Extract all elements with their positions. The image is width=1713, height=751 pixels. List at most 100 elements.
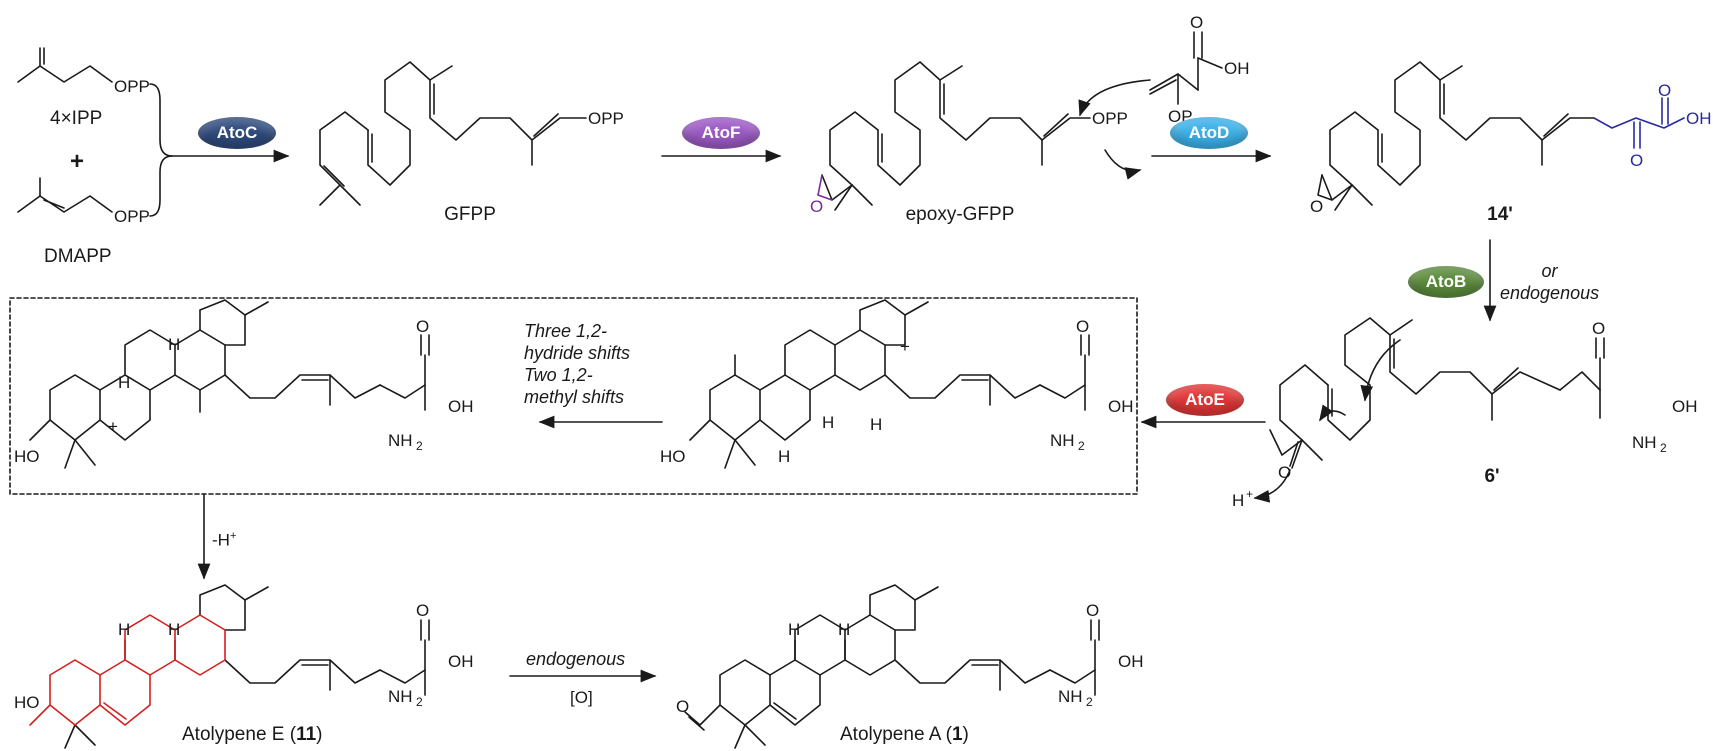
- acid-oh-int2: OH: [448, 397, 474, 416]
- dmapp-label: DMAPP: [44, 246, 112, 267]
- epoxide-o-2: O: [1310, 197, 1323, 216]
- proton-plus: +: [1246, 487, 1253, 501]
- atolypene-e-prefix: Atolypene E (: [182, 724, 297, 745]
- nh2-atolypene-e: NH: [388, 687, 413, 706]
- ho-atolypene-e: HO: [14, 693, 40, 712]
- acid-o-int1: O: [1076, 317, 1089, 336]
- cation-int2: +: [108, 417, 118, 436]
- nh2-sub-int1: 2: [1078, 439, 1085, 453]
- atolypene-a-suffix: ): [962, 724, 969, 745]
- ketoacid-highlight: [1593, 97, 1685, 149]
- atolypene-a-number: 1: [951, 724, 963, 745]
- opp-ipp: OPP: [114, 77, 150, 96]
- h-atolypene-a-a: H: [788, 620, 800, 639]
- acid-oh-atolypene-a: OH: [1118, 652, 1144, 671]
- epoxide-highlight: [817, 174, 833, 201]
- acid-o-atolypene-e: O: [416, 601, 429, 620]
- curved-arrow-proton: [1253, 469, 1291, 503]
- acid-oh-atolypene-e: OH: [448, 652, 474, 671]
- nh2-sub-int2: 2: [416, 439, 423, 453]
- h-int2-b: H: [168, 335, 180, 354]
- acid-o: O: [1658, 81, 1671, 100]
- atolypene-a-structure: [684, 584, 1100, 749]
- epoxide-o-3: O: [1278, 463, 1291, 482]
- h-int2-a: H: [118, 373, 130, 392]
- pep-o: O: [1190, 13, 1203, 32]
- acid-oh: OH: [1686, 109, 1712, 128]
- acid-o-atolypene-a: O: [1086, 601, 1099, 620]
- enzyme-atod: AtoD: [1170, 117, 1248, 149]
- cmpd14-structure: [1317, 61, 1595, 211]
- atolypene-e-label: Atolypene E (11): [182, 724, 323, 746]
- ho-int1: HO: [660, 447, 686, 466]
- or-endogenous: or endogenous: [1500, 260, 1599, 304]
- opp-gfpp: OPP: [588, 109, 624, 128]
- nh2-int1: NH: [1050, 431, 1075, 450]
- atolypene-a-label: Atolypene A (1): [840, 724, 969, 746]
- curved-arrow-pep: [1078, 79, 1151, 117]
- shift-conditions: Three 1,2- hydride shifts Two 1,2- methy…: [524, 320, 630, 408]
- acid-o-int2: O: [416, 317, 429, 336]
- deprotonation-text: -H: [212, 530, 230, 550]
- ho-int2: HO: [14, 447, 40, 466]
- shifts-line-4: methyl shifts: [524, 387, 625, 407]
- enzyme-atoc: AtoC: [198, 117, 276, 149]
- cmpd6-label: 6': [1484, 466, 1500, 487]
- ketone-o-atolypene-a: O: [676, 697, 689, 716]
- oxidation-label: [O]: [570, 688, 593, 707]
- keto-o: O: [1630, 151, 1643, 170]
- enzyme-atob: AtoB: [1408, 266, 1484, 298]
- or-text: or: [1541, 261, 1558, 281]
- gfpp-label: GFPP: [444, 204, 496, 225]
- epoxide-o-1: O: [810, 197, 823, 216]
- nh2-sub-atolypene-a: 2: [1086, 695, 1093, 709]
- h-int1-b: H: [822, 413, 834, 432]
- ipp-structure: [17, 47, 113, 83]
- h-int1-c: H: [870, 415, 882, 434]
- cmpd14-label: 14': [1487, 204, 1513, 225]
- h-int1-a: H: [778, 447, 790, 466]
- pep-structure: [1149, 31, 1223, 105]
- dmapp-structure: [17, 177, 113, 213]
- h-atolypene-a-b: H: [838, 620, 850, 639]
- atolypene-e-number: 11: [296, 724, 317, 745]
- nh2-atolypene-a: NH: [1058, 687, 1083, 706]
- shifts-line-1: Three 1,2-: [524, 321, 608, 341]
- acid-o-6: O: [1592, 319, 1605, 338]
- nh2-int2: NH: [388, 431, 413, 450]
- enzyme-atoe: AtoE: [1166, 384, 1244, 416]
- pep-oh: OH: [1224, 59, 1250, 78]
- or-endogenous-text: endogenous: [1500, 283, 1600, 303]
- acid-oh-6: OH: [1672, 397, 1698, 416]
- cation-intermediate-2-structure: [29, 299, 430, 469]
- curved-arrow-cyclization-1: [1360, 339, 1401, 402]
- h-atolypene-e-b: H: [168, 620, 180, 639]
- atolypene-a-prefix: Atolypene A (: [840, 724, 952, 745]
- ipp-label: 4×IPP: [50, 108, 103, 129]
- atom-labels: OPP OPP OPP OPP O O OH OP O O O OH O O O…: [14, 13, 1712, 716]
- deprotonation-label: -H+: [212, 530, 236, 551]
- atolypene-e-suffix: ): [316, 724, 323, 745]
- nh2-sub-6: 2: [1660, 441, 1667, 455]
- cmpd6-structure: [1269, 317, 1605, 469]
- atolypene-e-ring-highlight: [29, 614, 226, 726]
- opp-dmapp: OPP: [114, 207, 150, 226]
- epoxy-gfpp-structure: [821, 61, 1091, 211]
- cation-int1: +: [900, 337, 910, 356]
- shifts-line-2: hydride shifts: [524, 343, 631, 363]
- h-atolypene-e-a: H: [118, 620, 130, 639]
- nh2-6: NH: [1632, 433, 1657, 452]
- enzyme-atof: AtoF: [682, 117, 760, 149]
- shifts-line-3: Two 1,2-: [524, 365, 593, 385]
- endogenous-label: endogenous: [526, 649, 626, 669]
- cation-intermediate-1-structure: [689, 299, 1090, 469]
- epoxy-gfpp-label: epoxy-GFPP: [905, 204, 1015, 225]
- curved-arrow-opp: [1104, 149, 1142, 180]
- nh2-sub-atolypene-e: 2: [416, 695, 423, 709]
- plus-sign: +: [70, 148, 85, 175]
- acid-oh-int1: OH: [1108, 397, 1134, 416]
- curved-arrow-cyclization-2: [1319, 404, 1346, 422]
- opp-epoxy-gfpp: OPP: [1092, 109, 1128, 128]
- gfpp-structure: [319, 61, 587, 206]
